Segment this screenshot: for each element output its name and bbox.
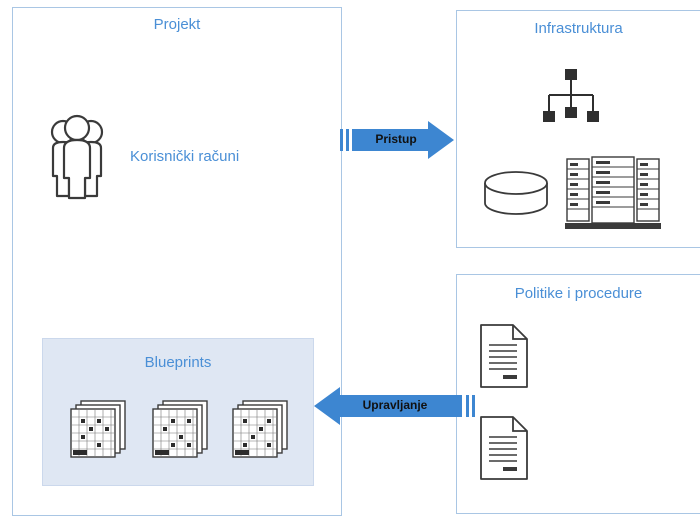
blueprints-title: Blueprints bbox=[144, 354, 212, 371]
policies-panel: Politike i procedure bbox=[456, 274, 700, 514]
project-title: Projekt bbox=[153, 16, 201, 33]
infrastructure-title: Infrastruktura bbox=[534, 20, 623, 37]
infrastructure-panel: Infrastruktura bbox=[456, 10, 700, 248]
users-icon bbox=[50, 114, 104, 200]
blueprints-box: Blueprints bbox=[42, 338, 314, 486]
server-rack-icon bbox=[565, 156, 661, 229]
blueprint-icon bbox=[232, 400, 288, 458]
access-arrow-label: Pristup bbox=[375, 132, 417, 146]
document-icon bbox=[480, 416, 528, 480]
blueprint-icon bbox=[70, 400, 126, 458]
governance-arrow bbox=[314, 387, 475, 425]
governance-arrow-label: Upravljanje bbox=[362, 398, 428, 412]
database-icon bbox=[484, 171, 548, 215]
document-icon bbox=[480, 324, 528, 388]
policies-title: Politike i procedure bbox=[514, 285, 643, 302]
access-arrow bbox=[340, 121, 454, 159]
users-label: Korisnički računi bbox=[130, 148, 240, 165]
project-panel: Projekt Korisnički računi Blueprints bbox=[12, 7, 342, 516]
blueprint-icon bbox=[152, 400, 208, 458]
hierarchy-icon bbox=[543, 69, 599, 122]
